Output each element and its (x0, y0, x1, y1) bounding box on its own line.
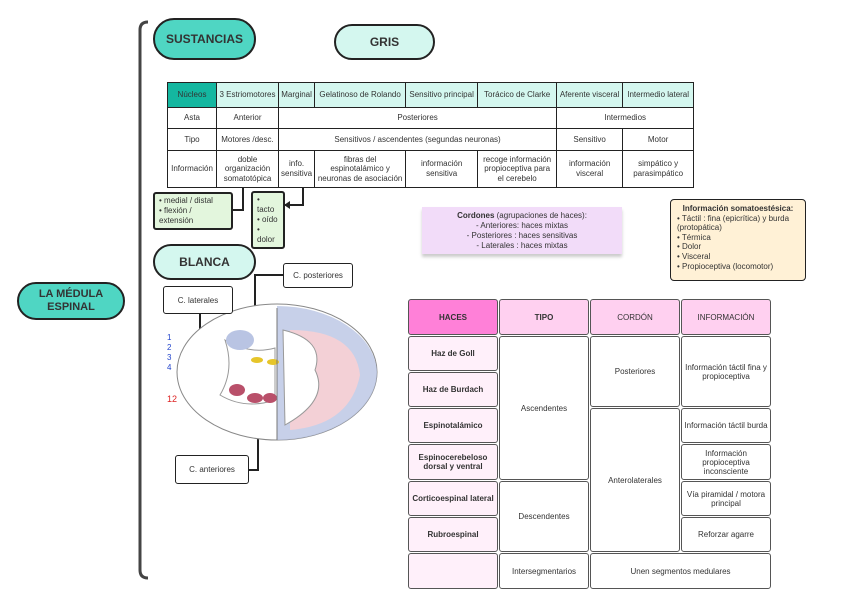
cell: simpático y parasimpático (622, 150, 695, 188)
somato-title: Información somatoestésica: (682, 204, 794, 213)
tipo-cell: Intersegmentarios (499, 553, 589, 589)
cell: Información (167, 150, 217, 188)
cell: Tipo (167, 128, 217, 151)
cordones-item: - Laterales : haces mixtas (476, 241, 568, 250)
note-item: flexión / extensión (159, 206, 194, 225)
haz-cell: Espinocerebeloso dorsal y ventral (408, 444, 498, 480)
cell: Asta (167, 107, 217, 129)
header-cell: Aferente visceral (556, 82, 624, 108)
cell: información visceral (556, 150, 624, 188)
cell: Intermedios (556, 107, 695, 129)
header-cell: Torácico de Clarke (477, 82, 558, 108)
somato-item: Táctil : fina (epicrítica) y burda (prot… (677, 213, 790, 233)
haz-cell: Espinotalámico (408, 408, 498, 443)
note-item: oído (262, 215, 278, 224)
sens-note: • tacto • oído • dolor (251, 191, 285, 249)
haz-cell (408, 553, 498, 589)
tipo-cell: Descendentes (499, 481, 589, 552)
cell: Sensitivos / ascendentes (segundas neuro… (277, 128, 558, 151)
gris-node[interactable]: GRIS (334, 24, 435, 60)
header-cell: 3 Estriomotores (216, 82, 279, 108)
label-c-laterales: C. laterales (163, 286, 233, 314)
cell: fibras del espinotalámico y neuronas de … (314, 150, 407, 188)
header-cell: INFORMACIÓN (681, 299, 771, 335)
haz-cell: Rubroespinal (408, 517, 498, 552)
svg-text:1: 1 (167, 333, 172, 342)
nucleos-table: Núcleos 3 Estriomotores Marginal Gelatin… (167, 82, 695, 188)
note-item: dolor (257, 235, 275, 244)
haz-cell: Corticoespinal lateral (408, 481, 498, 516)
cordon-cell: Anterolaterales (590, 408, 680, 552)
cell: Posteriores (277, 107, 558, 129)
somato-item: Térmica (681, 232, 711, 242)
label-c-anteriores: C. anteriores (175, 455, 249, 484)
motor-note: • medial / distal • flexión / extensión (153, 192, 233, 230)
cell: doble organización somatotópica (216, 150, 279, 188)
info-cell: Información táctil fina y propioceptiva (681, 336, 771, 407)
label-c-posteriores: C. posteriores (283, 263, 353, 288)
cordones-item: - Anteriores: haces mixtas (475, 221, 569, 230)
info-cell: Información táctil burda (681, 408, 771, 443)
header-cell: HACES (408, 299, 498, 335)
somato-item: Propioceptiva (locomotor) (682, 261, 774, 271)
cordon-cell: Posteriores (590, 336, 680, 407)
cordones-title: Cordones (457, 211, 495, 220)
cell: Sensitivo (556, 128, 624, 151)
somato-item: Visceral (682, 251, 711, 261)
cell: información sensitiva (405, 150, 479, 188)
svg-text:2: 2 (167, 343, 172, 352)
header-cell: Gelatinoso de Rolando (314, 82, 407, 108)
header-cell: Núcleos (167, 82, 217, 108)
cell: info. sensitiva (277, 150, 316, 188)
cell: Motor (622, 128, 695, 151)
blanca-node[interactable]: BLANCA (153, 244, 256, 280)
last-cell: Unen segmentos medulares (590, 553, 771, 589)
header-cell: TIPO (499, 299, 589, 335)
note-item: tacto (257, 205, 275, 214)
info-cell: Información propioceptiva inconsciente (681, 444, 771, 480)
cell: Motores /desc. (216, 128, 279, 151)
somato-item: Dolor (682, 242, 702, 252)
svg-text:12: 12 (167, 394, 177, 404)
cordones-subtitle: (agrupaciones de haces): (496, 211, 587, 220)
tipo-cell: Ascendentes (499, 336, 589, 480)
note-item: medial / distal (164, 196, 213, 205)
haz-cell: Haz de Burdach (408, 372, 498, 407)
info-cell: Reforzar agarre (681, 517, 771, 552)
cell: Anterior (216, 107, 279, 129)
header-cell: Intermedio lateral (622, 82, 695, 108)
root-node[interactable]: LA MÉDULA ESPINAL (17, 282, 125, 320)
sustancias-node[interactable]: SUSTANCIAS (153, 18, 256, 60)
svg-text:4: 4 (167, 363, 172, 372)
header-cell: Marginal (277, 82, 316, 108)
cordones-item: - Posteriores : haces sensitivas (466, 231, 578, 240)
cordones-note: Cordones (agrupaciones de haces): - Ante… (422, 207, 622, 254)
svg-text:3: 3 (167, 353, 172, 362)
haz-cell: Haz de Goll (408, 336, 498, 371)
somato-note: Información somatoestésica: • Táctil : f… (670, 199, 806, 281)
info-cell: Vía piramidal / motora principal (681, 481, 771, 516)
header-cell: Sensitivo principal (405, 82, 479, 108)
cell: recoge información propioceptiva para el… (477, 150, 558, 188)
header-cell: CORDÓN (590, 299, 680, 335)
